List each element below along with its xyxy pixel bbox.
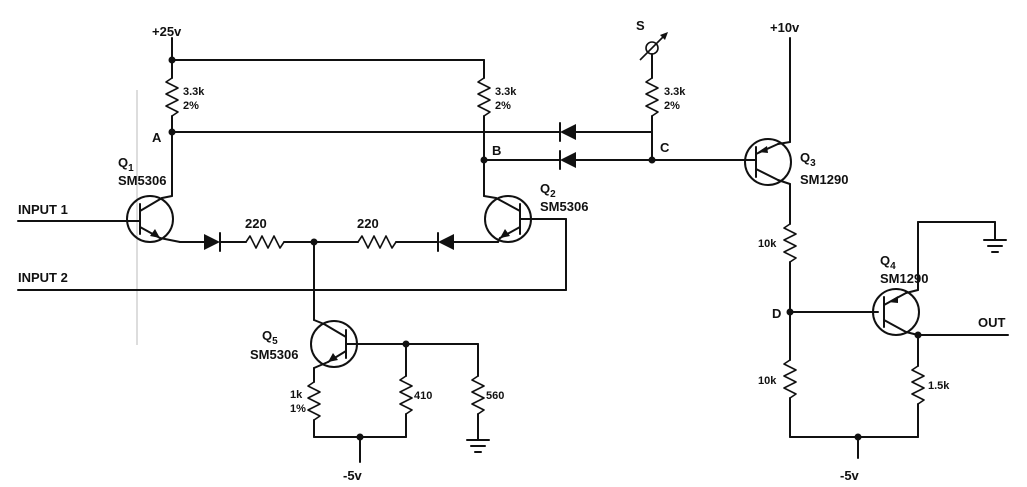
output-label: OUT — [978, 315, 1006, 330]
node-a-line — [168, 128, 561, 197]
resistor-tol-1k: 1% — [290, 403, 306, 415]
diode-node-a — [559, 122, 653, 142]
transistor-q5 — [310, 241, 479, 383]
resistor-value-rb: 3.3k — [495, 86, 517, 98]
resistor-tol-rc: 2% — [664, 100, 680, 112]
transistor-q4 — [789, 221, 1009, 339]
resistor-3-3k-a — [165, 77, 179, 133]
resistor-tol-ra: 2% — [183, 100, 199, 112]
input-1-label: INPUT 1 — [18, 202, 68, 217]
q3-ref: Q3 — [800, 150, 816, 169]
resistor-tol-rb: 2% — [495, 100, 511, 112]
node-label-b: B — [492, 143, 501, 158]
resistor-value-10k-q3: 10k — [758, 238, 777, 250]
input-2-label: INPUT 2 — [18, 270, 68, 285]
q1-part: SM5306 — [118, 173, 166, 188]
resistor-1k — [307, 381, 407, 463]
supply-label-10v: +10v — [770, 20, 800, 35]
resistor-3-3k-b — [477, 77, 491, 161]
diode-node-b — [559, 150, 746, 170]
node-label-c: C — [660, 140, 670, 155]
transistor-q3 — [744, 138, 792, 225]
resistor-10k-d — [783, 359, 919, 459]
supply-label-neg5-q5: -5v — [343, 468, 363, 483]
resistor-value-10k-d: 10k — [758, 375, 777, 387]
ground-icon — [983, 239, 1007, 253]
resistor-410 — [399, 343, 413, 438]
resistor-10k-q3 — [783, 223, 797, 361]
resistor-220-left-label: 220 — [245, 216, 267, 231]
resistor-220-right-label: 220 — [357, 216, 379, 231]
ground-icon — [466, 439, 490, 453]
q4-part: SM1290 — [880, 271, 928, 286]
node-label-a: A — [152, 130, 162, 145]
resistor-value-ra: 3.3k — [183, 86, 205, 98]
q2-ref: Q2 — [540, 181, 556, 200]
node-c-branch — [645, 53, 659, 164]
q1-ref: Q1 — [118, 155, 134, 174]
q5-part: SM5306 — [250, 347, 298, 362]
node-b-line — [480, 156, 561, 197]
resistor-value-1k: 1k — [290, 389, 303, 401]
supply-label-25v: +25v — [152, 24, 182, 39]
emitter-coupling-line — [179, 232, 499, 252]
resistor-value-rc: 3.3k — [664, 86, 686, 98]
resistor-value-560: 560 — [486, 390, 504, 402]
q5-ref: Q5 — [262, 328, 278, 347]
transistor-q1 — [126, 195, 181, 243]
resistor-value-1-5k: 1.5k — [928, 380, 950, 392]
q3-part: SM1290 — [800, 172, 848, 187]
transistor-q2 — [483, 195, 567, 291]
node-label-d: D — [772, 306, 781, 321]
resistor-560 — [471, 343, 485, 441]
supply-rail-25v — [168, 37, 485, 79]
switch-s — [639, 32, 668, 61]
resistor-1-5k — [911, 334, 925, 438]
supply-label-neg5-out: -5v — [840, 468, 860, 483]
q2-part: SM5306 — [540, 199, 588, 214]
node-label-s: S — [636, 18, 645, 33]
q4-ref: Q4 — [880, 253, 896, 272]
resistor-value-410: 410 — [414, 390, 432, 402]
